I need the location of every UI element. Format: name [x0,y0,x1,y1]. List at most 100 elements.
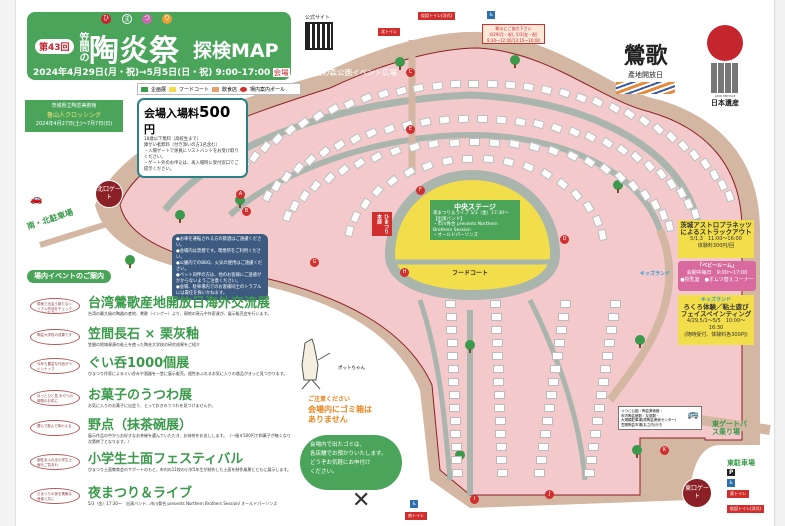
exhibit-period: 2024年4月27日(土)〜7月7日(日) [35,121,113,127]
event-desc: 5/3（金）17:30〜 出演バンド…市川骨合 presents Norther… [88,501,278,506]
central-stage: 中央ステージ 夜まつり＆ライブ 5/3（金）17:30〜 【出演バンド】 ・市川… [430,200,520,240]
booth [445,313,457,321]
booth [610,300,621,308]
booth [584,469,595,477]
legend-item: 場内案内ポール [250,86,286,93]
booth [492,352,503,360]
booth [468,137,480,147]
stage-line: ・オールドパーソンズ [433,233,478,238]
bus-line: 大規模駐車場(県陶芸美術センター) [621,418,677,422]
booth [560,300,571,308]
booth [490,313,502,321]
mascot-name: ポットちゃん [338,366,365,371]
guide-pole-F: F [416,186,425,195]
booth [550,365,561,373]
scrollbar[interactable] [774,0,785,526]
event-bubble: 選んで飲んで味わえる [30,420,80,436]
booth [534,469,545,477]
booth [491,339,503,347]
booth [450,430,461,438]
booth [495,430,506,438]
event-item: 野点（抹茶碗展） 展示作品の中からお好きなお茶碗を選んでいただき、お抹茶をお出し… [88,418,293,444]
water-notice-title: 断水にご協力下さい [495,26,532,31]
notice-line: ●ペット同伴の方は、他のお客様にご迷惑がかからないようご注意ください。 [176,273,262,284]
no-trash-icon: ✕ [352,488,371,513]
garbage-caution: ご注意ください [308,396,351,403]
booth [492,365,504,373]
garbage-line: どうぞお気軽にお申付け [310,460,371,466]
booth [449,417,461,425]
event-desc: 笠間の地域資源の粘土を使った陶芸大学校の研究成果をご紹介 [88,342,200,347]
event-desc: ひまつり作家によるぐい呑みや酒器を一堂に展示販売。個性あふれるお気に入りの逸品が… [88,371,288,376]
legend-item: 企画展 [151,86,167,93]
booth [540,430,551,438]
booth [448,391,460,399]
notice-line: ●公園内でのBBQ、火気の使用はご遠慮ください。 [176,261,263,272]
guide-pole-J: J [545,490,554,499]
booth [488,138,501,148]
east-bus-road [699,415,771,435]
fee-unit: 円 [144,123,155,136]
guide-pole-A: A [236,190,245,199]
booth [494,404,505,412]
event-title: 笠間長石 × 栗灰釉 [88,327,199,342]
museum-exhibit-box: 茨城県立陶芸美術館 魯山人クロッシング 2024年4月27日(土)〜7月7日(日… [25,100,123,132]
pole-icon [240,86,248,92]
booth [558,313,569,321]
booth [554,339,565,347]
event-item: 小学生土面フェスティバル ひまつり土面教育会のサポートのもと、市内の11校の小学… [88,452,293,473]
astro-fee: 体験料300円/回 [697,243,735,249]
sun-icon [707,25,743,61]
garbage-title: 会場内にゴミ箱は [308,405,372,414]
food-court-label: フードコート [452,270,489,277]
garbage-cloud: 会場内で出たゴミは、 各店舗でお預かりいたします。 どうぞお気軽にお申付け くだ… [300,435,402,490]
kidsland-box-label: キッズランド [700,297,731,303]
exhibit-name: 魯山人クロッシング [46,112,101,119]
legend-item: フードコート [179,86,210,93]
road-southwest [417,299,453,481]
event-desc: 展示作品の中からお好きなお茶碗を選んでいただき、お抹茶をお出しします。（一服￥5… [88,433,291,444]
garbage-line: 会場内で出たゴミは、 [310,442,366,448]
booth [491,326,502,334]
booth [546,391,557,399]
event-title: 夜まつり＆ライブ [88,486,193,501]
booth [449,80,462,89]
event-title: 野点（抹茶碗展） [88,418,193,433]
north-gate: 北口ゲート [95,180,123,208]
event-desc: 台湾の最大級の陶器の産地、鶯歌（インゲー）より、現地の窯元や作家達が、展示販売会… [88,311,272,316]
booth [462,154,474,164]
edition-badge: 第43回 [35,39,74,54]
booth [486,79,498,89]
tree-icon [635,335,645,348]
guide-pole-G: G [310,258,319,267]
bus-line: 市内陶芸館駅・友部駅・ [621,413,660,418]
notice-line: ●会場、駐車場内でのお客様同士のトラブルには責任を負いかねます。 [176,285,262,296]
booth [493,391,505,399]
temp-toilet-north: 仮設トイレ(洋式) [418,12,456,20]
guide-pole-K: K [660,446,669,455]
booth [494,417,506,425]
qr-code[interactable] [305,22,333,50]
kidsland-box: キッズランド ろくろ体験／粘土遊び フェイスペインティング 4/29,5/1〜5… [678,295,754,345]
guide-pole-I: I [470,495,479,504]
stage-title: 中央ステージ [454,203,496,211]
bus-icon: 🚌 [687,410,699,420]
uge-logo: 鶯歌 產地開放日 [608,38,683,96]
booth [448,378,459,386]
heritage-text: 日本遺産 [711,99,739,107]
booth [608,313,619,321]
booth [495,443,507,451]
guide-pole-B: B [242,207,251,216]
legend-swatch [212,86,220,92]
astro-time: 5/1,3 11:00〜16:00 [690,236,742,242]
baby-time: 会期中毎日 9:00〜17:00 [686,270,748,276]
legend-swatch [141,86,148,92]
booth [513,116,527,127]
event-bubble: 今年も豊富な作品がラインナップ [30,358,80,374]
garbage-line: ください。 [310,469,338,475]
booth [446,326,457,334]
heritage-mark [711,63,739,93]
event-title: 台湾鶯歌産地開放日海外交流展 [88,296,271,311]
booth [451,469,463,477]
dates-text: 2024年4月29日(月・祝)→5月5日(日・祝) 9:00-17:00 [33,68,271,78]
